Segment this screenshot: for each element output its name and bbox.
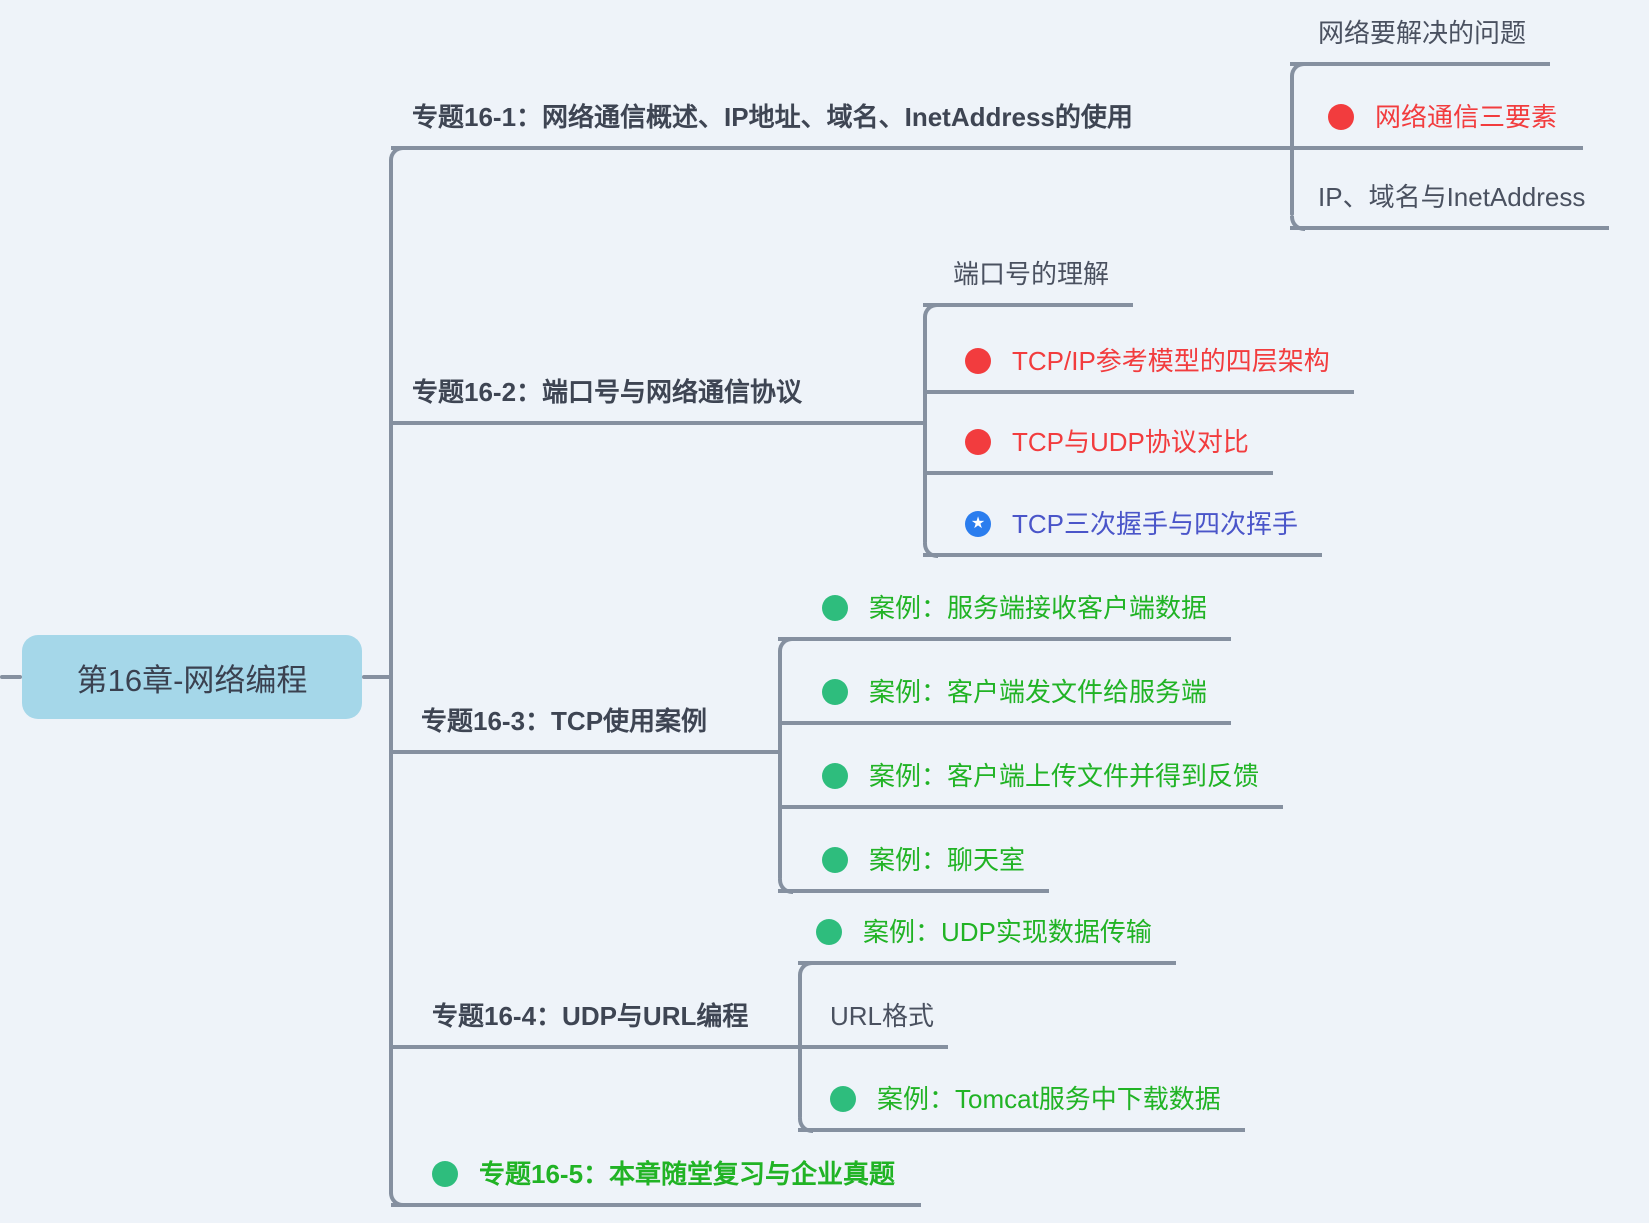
red-dot-icon[interactable] — [965, 348, 991, 374]
connector-subtrunk — [778, 650, 782, 880]
child-node[interactable]: 案例：服务端接收客户端数据 — [778, 593, 1232, 641]
red-dot-icon[interactable] — [965, 429, 991, 455]
child-node[interactable]: TCP/IP参考模型的四层架构 — [923, 346, 1354, 394]
branch-node-16-1[interactable]: 专题16-1：网络通信概述、IP地址、域名、InetAddress的使用 — [391, 102, 1292, 150]
connector-edge-stub — [0, 675, 22, 679]
green-dot-icon[interactable] — [822, 763, 848, 789]
child-node-label: 案例：聊天室 — [869, 845, 1026, 875]
branch-label: 专题16-3：TCP使用案例 — [421, 706, 708, 736]
branch-label: 专题16-4：UDP与URL编程 — [432, 1001, 749, 1031]
root-node[interactable]: 第16章-网络编程 — [22, 635, 362, 719]
child-node-label: 网络通信三要素 — [1375, 102, 1558, 132]
green-dot-icon[interactable] — [432, 1161, 458, 1187]
child-node-label: TCP/IP参考模型的四层架构 — [1012, 346, 1330, 376]
root-node-label: 第16章-网络编程 — [76, 662, 308, 698]
branch-label: 专题16-2：端口号与网络通信协议 — [412, 377, 803, 407]
child-node[interactable]: TCP与UDP协议对比 — [923, 427, 1273, 475]
branch-node-16-3[interactable]: 专题16-3：TCP使用案例 — [391, 706, 778, 754]
green-dot-icon[interactable] — [830, 1086, 856, 1112]
child-node[interactable]: 网络要解决的问题 — [1290, 18, 1551, 66]
child-node[interactable]: ★ TCP三次握手与四次挥手 — [923, 509, 1323, 557]
child-node-label: 案例：服务端接收客户端数据 — [869, 593, 1208, 623]
child-node-label: 案例：客户端上传文件并得到反馈 — [869, 761, 1260, 791]
green-dot-icon[interactable] — [816, 919, 842, 945]
connector-subtrunk — [1290, 75, 1294, 216]
green-dot-icon[interactable] — [822, 847, 848, 873]
connector-subtrunk — [923, 316, 927, 544]
green-dot-icon[interactable] — [822, 679, 848, 705]
blue-star-icon[interactable]: ★ — [965, 511, 991, 537]
star-glyph: ★ — [970, 515, 986, 532]
branch-node-16-2[interactable]: 专题16-2：端口号与网络通信协议 — [391, 377, 923, 425]
child-node-label: IP、域名与InetAddress — [1318, 182, 1586, 212]
child-node-label: 案例：Tomcat服务中下载数据 — [877, 1084, 1221, 1114]
branch-node-16-5[interactable]: 专题16-5：本章随堂复习与企业真题 — [391, 1159, 922, 1207]
child-node[interactable]: 案例：客户端发文件给服务端 — [778, 677, 1232, 725]
child-node[interactable]: 案例：Tomcat服务中下载数据 — [798, 1084, 1245, 1132]
child-node[interactable]: 案例：聊天室 — [778, 845, 1050, 893]
branch-label: 专题16-5：本章随堂复习与企业真题 — [479, 1159, 896, 1189]
child-node-label: URL格式 — [830, 1001, 935, 1031]
branch-label: 专题16-1：网络通信概述、IP地址、域名、InetAddress的使用 — [412, 102, 1133, 132]
child-node-label: 案例：UDP实现数据传输 — [863, 917, 1152, 947]
child-node-label: 端口号的理解 — [953, 259, 1110, 289]
green-dot-icon[interactable] — [822, 595, 848, 621]
child-node-label: TCP与UDP协议对比 — [1012, 427, 1249, 457]
child-node[interactable]: URL格式 — [798, 1001, 949, 1049]
child-node[interactable]: 端口号的理解 — [923, 259, 1134, 307]
branch-node-16-4[interactable]: 专题16-4：UDP与URL编程 — [391, 1001, 798, 1049]
child-node[interactable]: 案例：客户端上传文件并得到反馈 — [778, 761, 1284, 809]
child-node-label: 网络要解决的问题 — [1318, 18, 1527, 48]
child-node[interactable]: 案例：UDP实现数据传输 — [798, 917, 1176, 965]
child-node[interactable]: 网络通信三要素 — [1290, 102, 1584, 150]
child-node[interactable]: IP、域名与InetAddress — [1290, 182, 1610, 230]
connector-root-link — [362, 675, 391, 679]
child-node-label: TCP三次握手与四次挥手 — [1012, 509, 1299, 539]
child-node-label: 案例：客户端发文件给服务端 — [869, 677, 1208, 707]
connector-trunk — [389, 159, 393, 1195]
red-dot-icon[interactable] — [1328, 104, 1354, 130]
